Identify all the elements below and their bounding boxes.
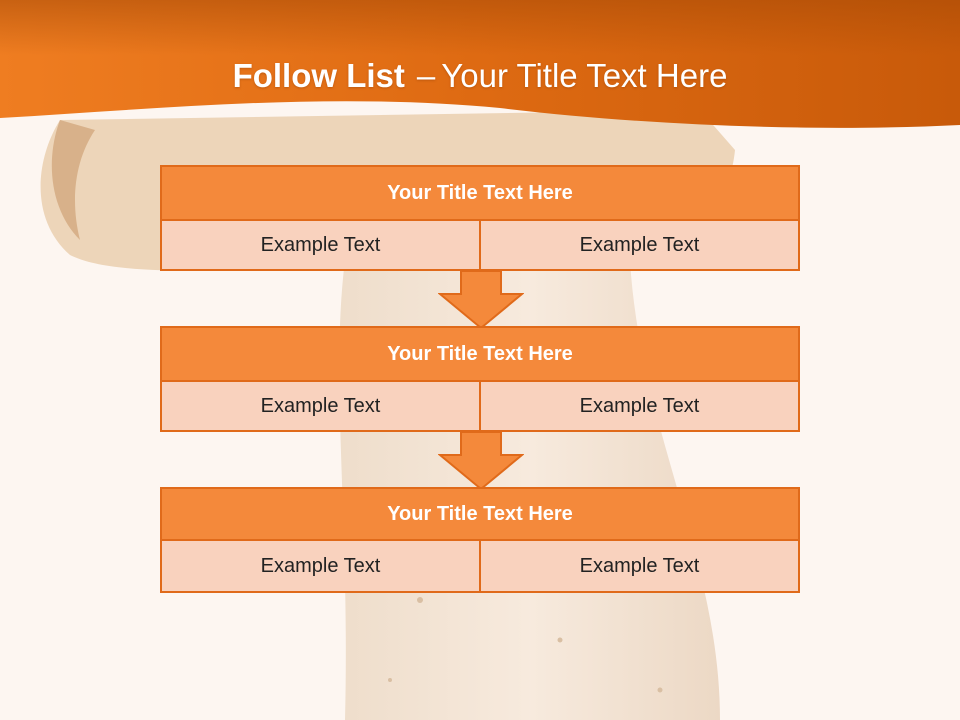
page-title: Follow List–Your Title Text Here xyxy=(0,52,960,100)
block-row: Example Text Example Text xyxy=(160,541,800,593)
block-cell-left: Example Text xyxy=(260,394,381,417)
list-block: Your Title Text Here Example Text Exampl… xyxy=(160,487,800,593)
down-arrow-icon xyxy=(438,270,524,330)
title-separator: – xyxy=(416,57,436,94)
list-block: Your Title Text Here Example Text Exampl… xyxy=(160,165,800,271)
block-cell-left: Example Text xyxy=(260,233,381,256)
block-cell-right: Example Text xyxy=(479,541,798,591)
block-row: Example Text Example Text xyxy=(160,221,800,271)
down-arrow-icon xyxy=(438,431,524,491)
list-block: Your Title Text Here Example Text Exampl… xyxy=(160,326,800,432)
block-cell-right: Example Text xyxy=(479,221,798,269)
block-header: Your Title Text Here xyxy=(160,487,800,541)
title-bold: Follow List xyxy=(232,57,405,94)
block-cell-right: Example Text xyxy=(479,382,798,430)
title-rest: Your Title Text Here xyxy=(441,57,728,94)
block-row: Example Text Example Text xyxy=(160,382,800,432)
block-header: Your Title Text Here xyxy=(160,326,800,382)
block-header: Your Title Text Here xyxy=(160,165,800,221)
block-cell-left: Example Text xyxy=(260,554,381,577)
